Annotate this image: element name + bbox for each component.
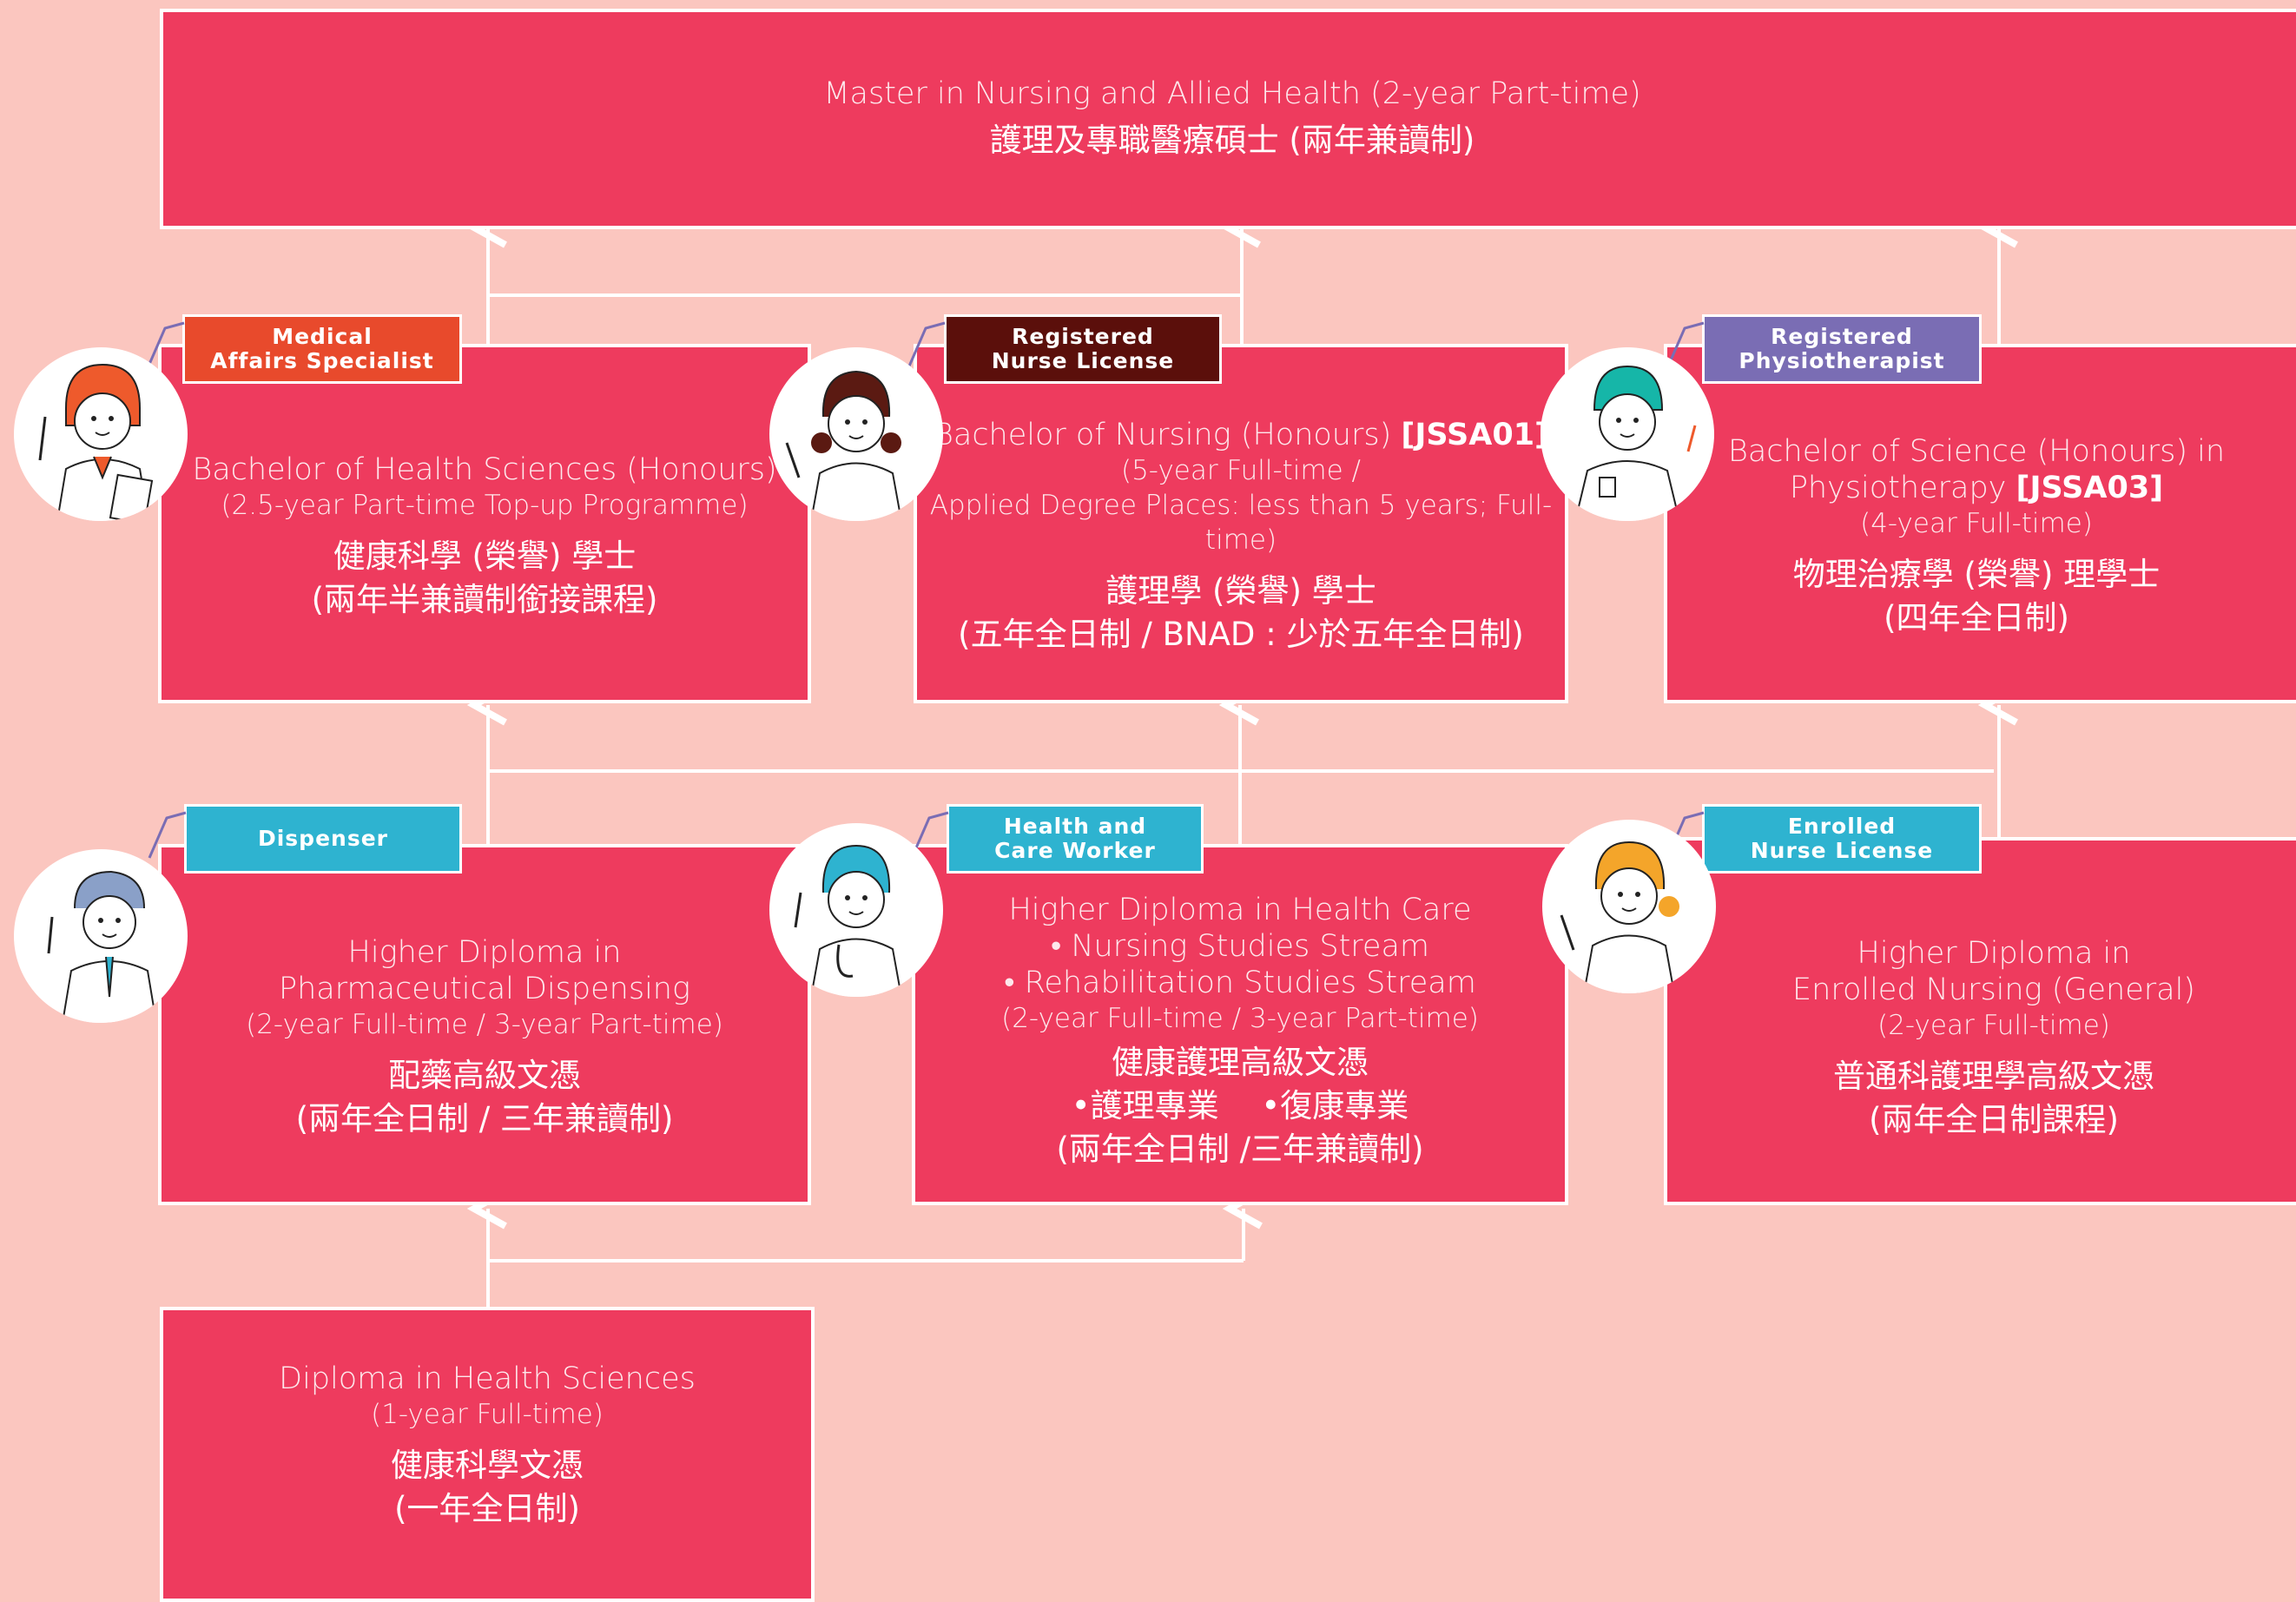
bn-title-en: Bachelor of Nursing (Honours) [JSSA01] [934, 417, 1548, 453]
bsc-title-text: Physiotherapy [1789, 471, 2016, 505]
hden-title-en-2: Enrolled Nursing (General) [1792, 972, 2195, 1007]
tag-hook-4 [148, 811, 187, 859]
bn-mode-zh: (五年全日制 / BNAD : 少於五年全日制) [958, 616, 1524, 653]
hdhc-title-en: Higher Diploma in Health Care [1008, 893, 1472, 927]
person-icon [794, 844, 902, 997]
tag-hook-5 [910, 811, 949, 859]
master-title-zh: 護理及專職醫療碩士 (兩年兼讀制) [989, 122, 1475, 159]
hdpd-title-en-2: Pharmaceutical Dispensing [279, 972, 690, 1006]
dhs-mode-en: (1-year Full-time) [371, 1399, 604, 1430]
tag-line: Physiotherapist [1738, 348, 1945, 373]
tag-line: Dispenser [257, 826, 388, 851]
health-care-worker-avatar-icon [769, 823, 943, 997]
hdhc-mode-zh: (兩年全日制 /三年兼讀制) [1056, 1131, 1424, 1168]
dhs-title-en: Diploma in Health Sciences [279, 1361, 696, 1396]
tag-line: Medical [272, 324, 373, 349]
hdhc-streams-zh: •護理專業 •復康專業 [1071, 1087, 1409, 1124]
tag-line: Enrolled [1787, 814, 1897, 839]
career-tag-enrolled-nurse: Enrolled Nurse License [1702, 804, 1982, 874]
dispenser-avatar-icon [14, 849, 188, 1023]
bsc-mode-zh: (四年全日制) [1884, 599, 2069, 636]
bhs-mode-en: (2.5-year Part-time Top-up Programme) [221, 490, 749, 521]
tag-line: Care Worker [994, 838, 1156, 863]
bsc-title-en-2: Physiotherapy [JSSA03] [1790, 470, 2163, 506]
person-icon [38, 363, 154, 521]
hdpd-title-en-1: Higher Diploma in [347, 935, 622, 970]
bhs-title-zh: 健康科學 (榮譽) 學士 [333, 537, 637, 575]
bn-mode-en-2: Applied Degree Places: less than 5 years… [929, 490, 1553, 556]
bsc-title-zh: 物理治療學 (榮譽) 理學士 [1792, 556, 2161, 593]
person-icon [785, 370, 902, 521]
tag-line: Registered [1771, 324, 1913, 349]
hd-enrolled-nursing-box[interactable]: Higher Diploma in Enrolled Nursing (Gene… [1664, 837, 2296, 1205]
bhs-title-en: Bachelor of Health Sciences (Honours) [192, 452, 777, 487]
hden-mode-zh: (兩年全日制課程) [1869, 1101, 2119, 1138]
dhs-mode-zh: (一年全日制) [394, 1490, 580, 1527]
career-tag-health-care-worker: Health and Care Worker [947, 804, 1204, 874]
career-tag-registered-nurse: Registered Nurse License [944, 314, 1222, 384]
nurse-avatar-icon [769, 347, 943, 521]
hdhc-title-zh: 健康護理高級文憑 [1112, 1044, 1369, 1081]
career-tag-medical-affairs: Medical Affairs Specialist [182, 314, 462, 384]
person-icon [1574, 365, 1697, 521]
medical-affairs-avatar-icon [14, 347, 188, 521]
tag-line: Affairs Specialist [210, 348, 434, 373]
person-icon [1560, 841, 1679, 993]
dhs-title-zh: 健康科學文憑 [391, 1447, 584, 1484]
tag-line: Nurse License [1750, 838, 1934, 863]
hd-health-care-box[interactable]: Higher Diploma in Health Care • Nursing … [912, 844, 1568, 1205]
bsc-title-en-1: Bachelor of Science (Honours) in [1727, 434, 2226, 469]
tag-hook-3 [1666, 321, 1705, 369]
hdpd-title-zh: 配藥高級文憑 [388, 1057, 581, 1094]
hd-pharm-dispensing-box[interactable]: Higher Diploma in Pharmaceutical Dispens… [158, 844, 811, 1205]
hdpd-mode-zh: (兩年全日制 / 三年兼讀制) [295, 1100, 674, 1137]
tag-hook-1 [146, 321, 185, 369]
bn-programme-box[interactable]: Bachelor of Nursing (Honours) [JSSA01] (… [914, 344, 1568, 703]
bn-jupas-code: [JSSA01] [1401, 418, 1549, 452]
hden-title-zh: 普通科護理學高級文憑 [1833, 1058, 2154, 1095]
bhs-programme-box[interactable]: Bachelor of Health Sciences (Honours) (2… [158, 344, 811, 703]
bsc-jupas-code: [JSSA03] [2016, 471, 2164, 505]
bsc-mode-en: (4-year Full-time) [1860, 508, 2093, 539]
person-icon [47, 870, 157, 1023]
bn-title-zh: 護理學 (榮譽) 學士 [1105, 572, 1376, 610]
hden-mode-en: (2-year Full-time) [1877, 1010, 2110, 1041]
tag-line: Health and [1003, 814, 1147, 839]
bsc-physio-programme-box[interactable]: Bachelor of Science (Honours) in Physiot… [1664, 344, 2296, 703]
bn-mode-en-1: (5-year Full-time / [1120, 455, 1361, 486]
master-title-en: Master in Nursing and Allied Health (2-y… [823, 76, 1641, 111]
enrolled-nurse-avatar-icon [1542, 820, 1716, 993]
physiotherapist-avatar-icon [1541, 347, 1714, 521]
diploma-health-sciences-box[interactable]: Diploma in Health Sciences (1-year Full-… [160, 1307, 815, 1602]
hdhc-stream-rehab: • Rehabilitation Studies Stream [1004, 966, 1476, 1000]
tag-hook-2 [907, 321, 946, 369]
hdpd-mode-en: (2-year Full-time / 3-year Part-time) [246, 1009, 723, 1040]
master-programme-box[interactable]: Master in Nursing and Allied Health (2-y… [160, 9, 2296, 229]
hden-title-en-1: Higher Diploma in [1857, 936, 2131, 971]
bn-title-text: Bachelor of Nursing (Honours) [933, 418, 1402, 452]
hdhc-mode-en: (2-year Full-time / 3-year Part-time) [1001, 1003, 1479, 1034]
hdhc-stream-nursing: • Nursing Studies Stream [1051, 929, 1429, 964]
tag-line: Nurse License [991, 348, 1175, 373]
career-tag-dispenser: Dispenser [184, 804, 462, 874]
bhs-mode-zh: (兩年半兼讀制銜接課程) [311, 581, 658, 618]
career-tag-physiotherapist: Registered Physiotherapist [1702, 314, 1982, 384]
tag-line: Registered [1012, 324, 1154, 349]
